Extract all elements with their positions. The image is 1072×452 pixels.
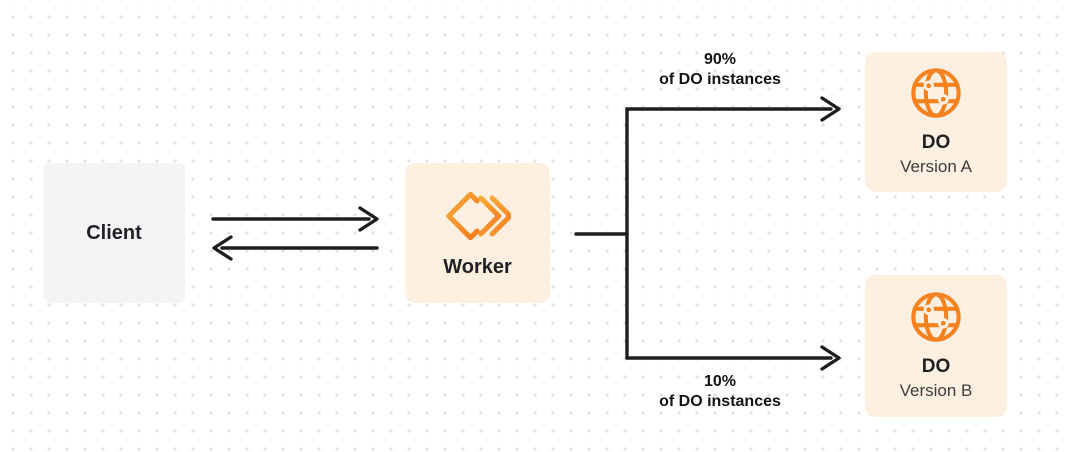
- cloudflare-workers-logo-icon: [445, 187, 511, 245]
- arrow-to-do-a-head: [820, 96, 841, 122]
- top-branch-percentage: 90%: [703, 51, 737, 68]
- do-a-subtitle: Version A: [900, 157, 972, 177]
- do-b-subtitle: Version B: [899, 381, 973, 401]
- bottom-branch-percentage: 10%: [703, 373, 737, 390]
- do-version-b-node: DO Version B: [865, 275, 1007, 417]
- durable-object-globe-icon: [909, 290, 963, 344]
- client-node: Client: [43, 163, 185, 303]
- arrow-to-do-b-head: [820, 345, 841, 371]
- worker-label: Worker: [443, 256, 512, 278]
- bottom-branch-label: 10% of DO instances: [600, 372, 840, 412]
- arrow-client-to-worker-head: [358, 206, 379, 232]
- top-branch-label: 90% of DO instances: [600, 50, 840, 90]
- do-version-a-node: DO Version A: [865, 52, 1007, 192]
- client-label: Client: [86, 221, 142, 244]
- do-a-title: DO: [921, 132, 951, 154]
- top-branch-caption: of DO instances: [659, 71, 781, 88]
- do-b-title: DO: [921, 356, 951, 378]
- arrow-worker-to-client-head: [212, 235, 233, 261]
- durable-object-globe-icon: [909, 66, 963, 120]
- worker-node: Worker: [405, 163, 550, 303]
- bottom-branch-caption: of DO instances: [659, 393, 781, 410]
